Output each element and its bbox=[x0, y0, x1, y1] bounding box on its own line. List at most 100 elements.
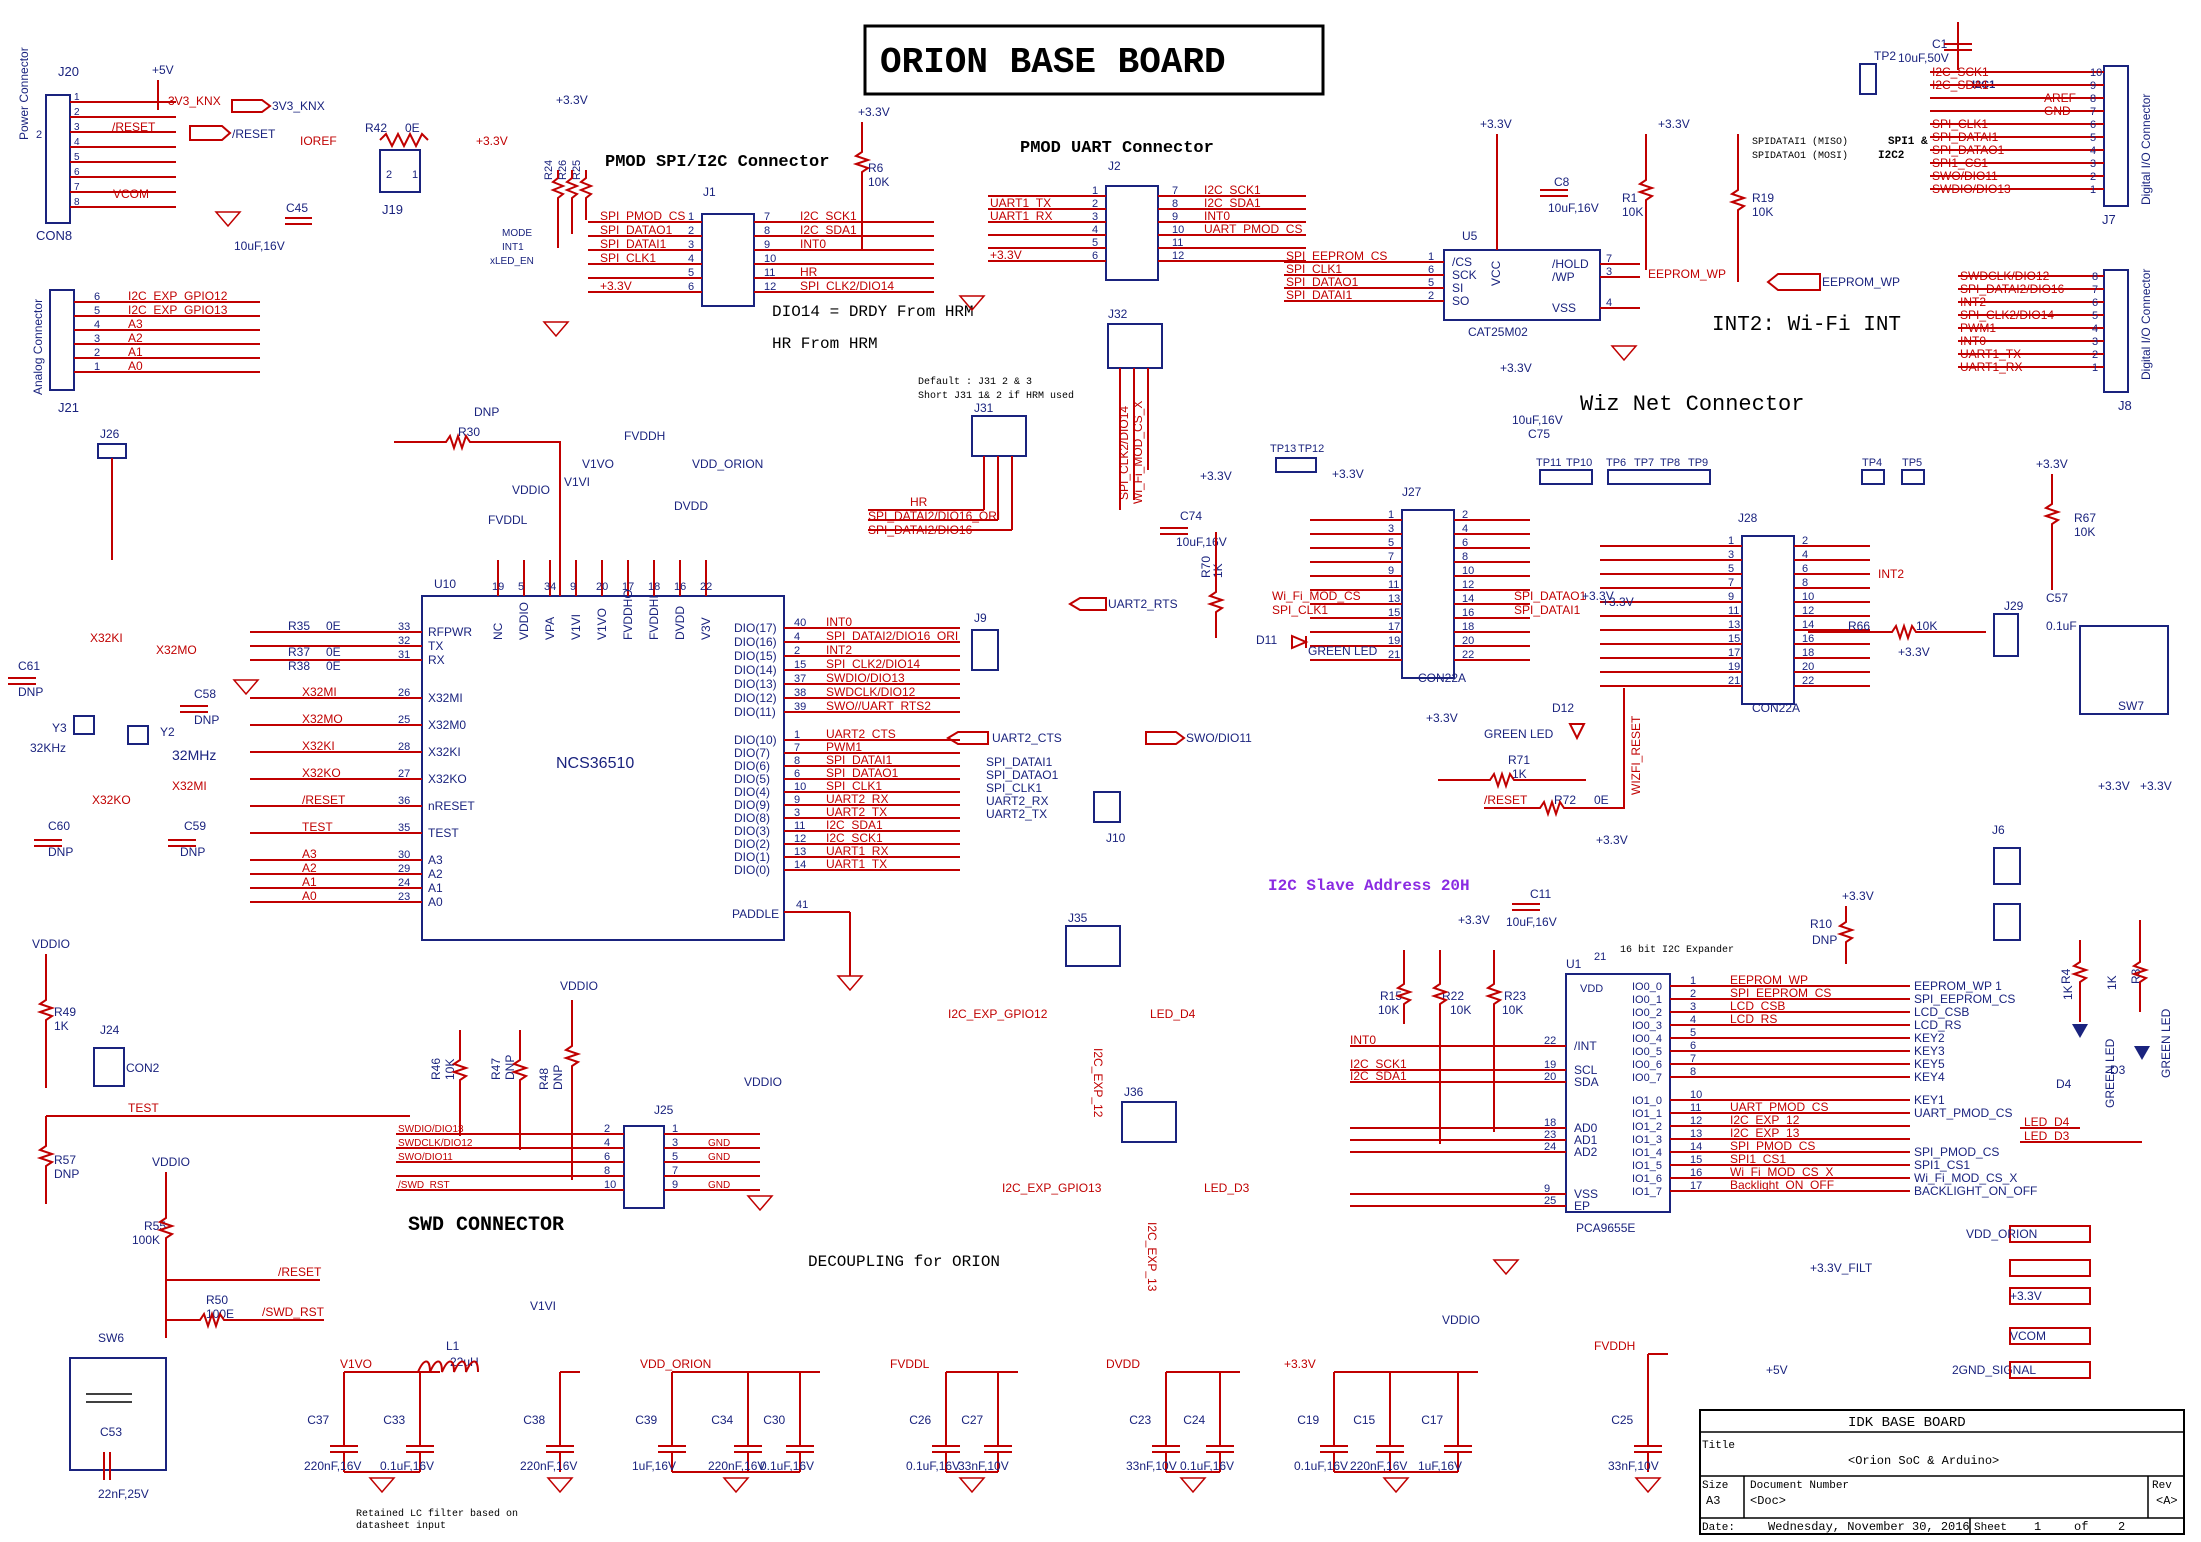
j27-pin-num: 21 bbox=[1388, 649, 1400, 661]
u10-pin-name: DIO(16) bbox=[734, 635, 777, 649]
u10-supply-label: V1VO bbox=[582, 457, 614, 471]
j28-pin-num: 15 bbox=[1728, 633, 1740, 645]
j26: J26 bbox=[97, 427, 127, 560]
d11-label: GREEN LED bbox=[1308, 644, 1378, 658]
r19-resistor bbox=[1728, 134, 1748, 282]
u10-right-net: UART2_TX bbox=[826, 805, 887, 819]
j27-pin-num: 4 bbox=[1462, 523, 1468, 535]
analog-connector-label: Analog Connector bbox=[31, 299, 45, 395]
u10-pin-name: DIO(5) bbox=[734, 772, 770, 786]
j26-ref: J26 bbox=[100, 427, 120, 441]
j20-pin-num: 1 bbox=[74, 92, 80, 103]
spi-mosi-note: SPIDATAO1 (MOSI) bbox=[1752, 150, 1848, 162]
c45-ref: C45 bbox=[286, 201, 308, 215]
u1-pin-num: 23 bbox=[1544, 1129, 1556, 1141]
cap-val: 220nF,16V bbox=[708, 1459, 765, 1473]
u10-name: NCS36510 bbox=[556, 755, 634, 772]
c53-val: 22nF,25V bbox=[98, 1487, 149, 1501]
j7-pin-num: 2 bbox=[2090, 171, 2096, 183]
r37-ref: R37 bbox=[288, 645, 310, 659]
v1vi-flag: V1VI bbox=[530, 1299, 556, 1313]
j7-net: SPI_CLK1 bbox=[1932, 117, 1988, 131]
ground-symbol bbox=[722, 1477, 750, 1494]
d4-label: GREEN LED bbox=[2103, 1038, 2117, 1108]
u10-right-net: UART1_TX bbox=[826, 857, 887, 871]
u10-pin-name: DIO(8) bbox=[734, 811, 770, 825]
u10-pin-name: A0 bbox=[428, 895, 443, 909]
l1-ref: L1 bbox=[446, 1339, 460, 1353]
j2-right-net: I2C_SCK1 bbox=[1204, 183, 1261, 197]
j7-pin-num: 9 bbox=[2090, 80, 2096, 92]
j10-ref: J10 bbox=[1106, 831, 1126, 845]
u1-output: EEPROM_WP 1 bbox=[1914, 979, 2002, 993]
u10-pin-num: 30 bbox=[398, 849, 410, 861]
r4-ref: R4 bbox=[2059, 968, 2073, 984]
j28-part: CON22A bbox=[1752, 701, 1800, 715]
c1-val: 10uF,50V bbox=[1898, 51, 1949, 65]
j28-pin-num: 6 bbox=[1802, 563, 1808, 575]
swd-pin-num: 2 bbox=[604, 1123, 610, 1135]
u5-pin-num: 6 bbox=[1428, 264, 1434, 276]
cap-val: 0.1uF,16V bbox=[380, 1459, 434, 1473]
cap-ref: C17 bbox=[1421, 1413, 1443, 1427]
u1-right-net: SPI_EEPROM_CS bbox=[1730, 986, 1831, 1000]
j7-pin-num: 6 bbox=[2090, 119, 2096, 131]
j20-pin-num: 4 bbox=[74, 137, 80, 148]
swd-pin-num: 10 bbox=[604, 1179, 616, 1191]
u10-pin-num: 14 bbox=[794, 859, 806, 871]
r71-val: 1K bbox=[1512, 767, 1527, 781]
tp7-ref: TP7 bbox=[1634, 457, 1654, 469]
u1-pin-name: AD1 bbox=[1574, 1133, 1598, 1147]
r71-ref: R71 bbox=[1508, 753, 1530, 767]
j21-net: A1 bbox=[128, 345, 143, 359]
tb-date: Wednesday, November 30, 2016 bbox=[1768, 1520, 1970, 1534]
j21-pin-num: 3 bbox=[94, 333, 100, 345]
j28-pin-num: 22 bbox=[1802, 675, 1814, 687]
decoupling-heading: DECOUPLING for ORION bbox=[808, 1253, 1000, 1271]
j2-pin-num: 2 bbox=[1092, 198, 1098, 210]
u10-pin-num: 33 bbox=[398, 621, 410, 633]
reset-net: /RESET bbox=[278, 1265, 322, 1279]
u10-pin-name: V1VO bbox=[595, 608, 609, 640]
r67-ref: R67 bbox=[2074, 511, 2096, 525]
y3-val: 32KHz bbox=[30, 741, 66, 755]
spi-tag-2: I2C2 bbox=[1878, 150, 1904, 162]
j19-body bbox=[379, 149, 421, 193]
tb-of: of bbox=[2074, 1520, 2088, 1534]
u10-pin-num: 12 bbox=[794, 833, 806, 845]
swd-net: SWDIO/DIO13 bbox=[398, 1124, 464, 1135]
j7-net: SPI_DATAI1 bbox=[1932, 130, 1999, 144]
power-flag-box bbox=[2009, 1327, 2091, 1345]
u5-pin-num: 3 bbox=[1606, 266, 1612, 278]
u10-pin-num: 24 bbox=[398, 877, 410, 889]
c1-ref: C1 bbox=[1932, 37, 1948, 51]
j27-pin-num: 2 bbox=[1462, 509, 1468, 521]
u1-pin-name: AD0 bbox=[1574, 1121, 1598, 1135]
plus5-label: +5V bbox=[152, 63, 174, 77]
u10-pin-name: DIO(2) bbox=[734, 837, 770, 851]
j8-net: INT0 bbox=[1960, 334, 1986, 348]
j27-pin-num: 19 bbox=[1388, 635, 1400, 647]
r1-resistor bbox=[1636, 134, 1656, 270]
d3-ref: D3 bbox=[2110, 1063, 2126, 1077]
svg-text:2: 2 bbox=[36, 129, 42, 141]
u10-pin-name: X32MI bbox=[428, 691, 463, 705]
u1-pin-num: 2 bbox=[1690, 988, 1696, 1000]
r10-ref: R10 bbox=[1810, 917, 1832, 931]
j21-net: A3 bbox=[128, 317, 143, 331]
u10-pin-num: 8 bbox=[794, 755, 800, 767]
u1-pin-num: 17 bbox=[1690, 1180, 1702, 1192]
u10-pin-name: DIO(11) bbox=[734, 705, 776, 719]
d12-label: GREEN LED bbox=[1484, 727, 1554, 741]
y3-ref: Y3 bbox=[52, 721, 67, 735]
j2-left-net: UART1_RX bbox=[990, 209, 1052, 223]
u10-pin-name: FVDDHO bbox=[621, 589, 635, 640]
j36-right: LED_D3 bbox=[1204, 1181, 1250, 1195]
tb-sheet-label: Sheet bbox=[1974, 1522, 2007, 1534]
swd-net: /SWD_RST bbox=[398, 1180, 450, 1191]
power-flag-label: VCOM bbox=[2010, 1329, 2046, 1343]
u5-net: SPI_DATAO1 bbox=[1286, 275, 1359, 289]
u1-pin-num: 15 bbox=[1690, 1154, 1702, 1166]
u1-right-net: I2C_EXP_13 bbox=[1730, 1126, 1800, 1140]
